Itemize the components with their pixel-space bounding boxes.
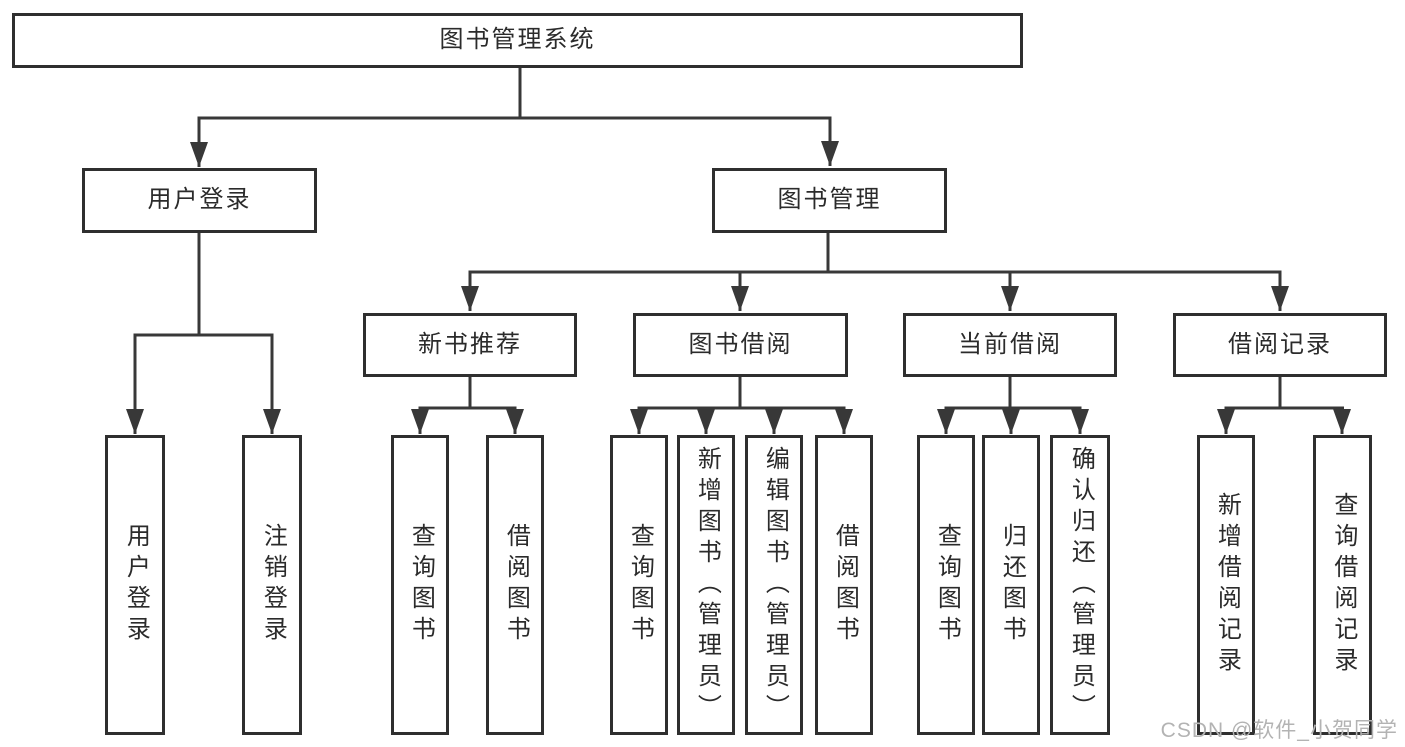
node-library-management-system: 图书管理系统 [12, 13, 1023, 68]
leaf-query-books-borrow: 查询图书 [610, 435, 668, 735]
leaf-logout: 注销登录 [242, 435, 302, 735]
leaf-return-book: 归还图书 [982, 435, 1040, 735]
node-user-login: 用户登录 [82, 168, 317, 233]
leaf-edit-book-admin: 编辑图书（管理员） [745, 435, 803, 735]
node-book-management: 图书管理 [712, 168, 947, 233]
leaf-confirm-return-admin: 确认归还（管理员） [1050, 435, 1110, 735]
node-book-borrow: 图书借阅 [633, 313, 848, 377]
node-new-book-recommend: 新书推荐 [363, 313, 577, 377]
leaf-borrow-books-recommend: 借阅图书 [486, 435, 544, 735]
leaf-add-book-admin: 新增图书（管理员） [677, 435, 735, 735]
node-current-borrow: 当前借阅 [903, 313, 1117, 377]
leaf-query-borrow-record: 查询借阅记录 [1313, 435, 1372, 735]
leaf-add-borrow-record: 新增借阅记录 [1197, 435, 1255, 735]
leaf-borrow-books: 借阅图书 [815, 435, 873, 735]
leaf-query-books-current: 查询图书 [917, 435, 975, 735]
leaf-query-books-recommend: 查询图书 [391, 435, 449, 735]
leaf-user-login: 用户登录 [105, 435, 165, 735]
node-borrow-record: 借阅记录 [1173, 313, 1387, 377]
csdn-watermark: CSDN @软件_小贺同学 [1160, 719, 1398, 742]
